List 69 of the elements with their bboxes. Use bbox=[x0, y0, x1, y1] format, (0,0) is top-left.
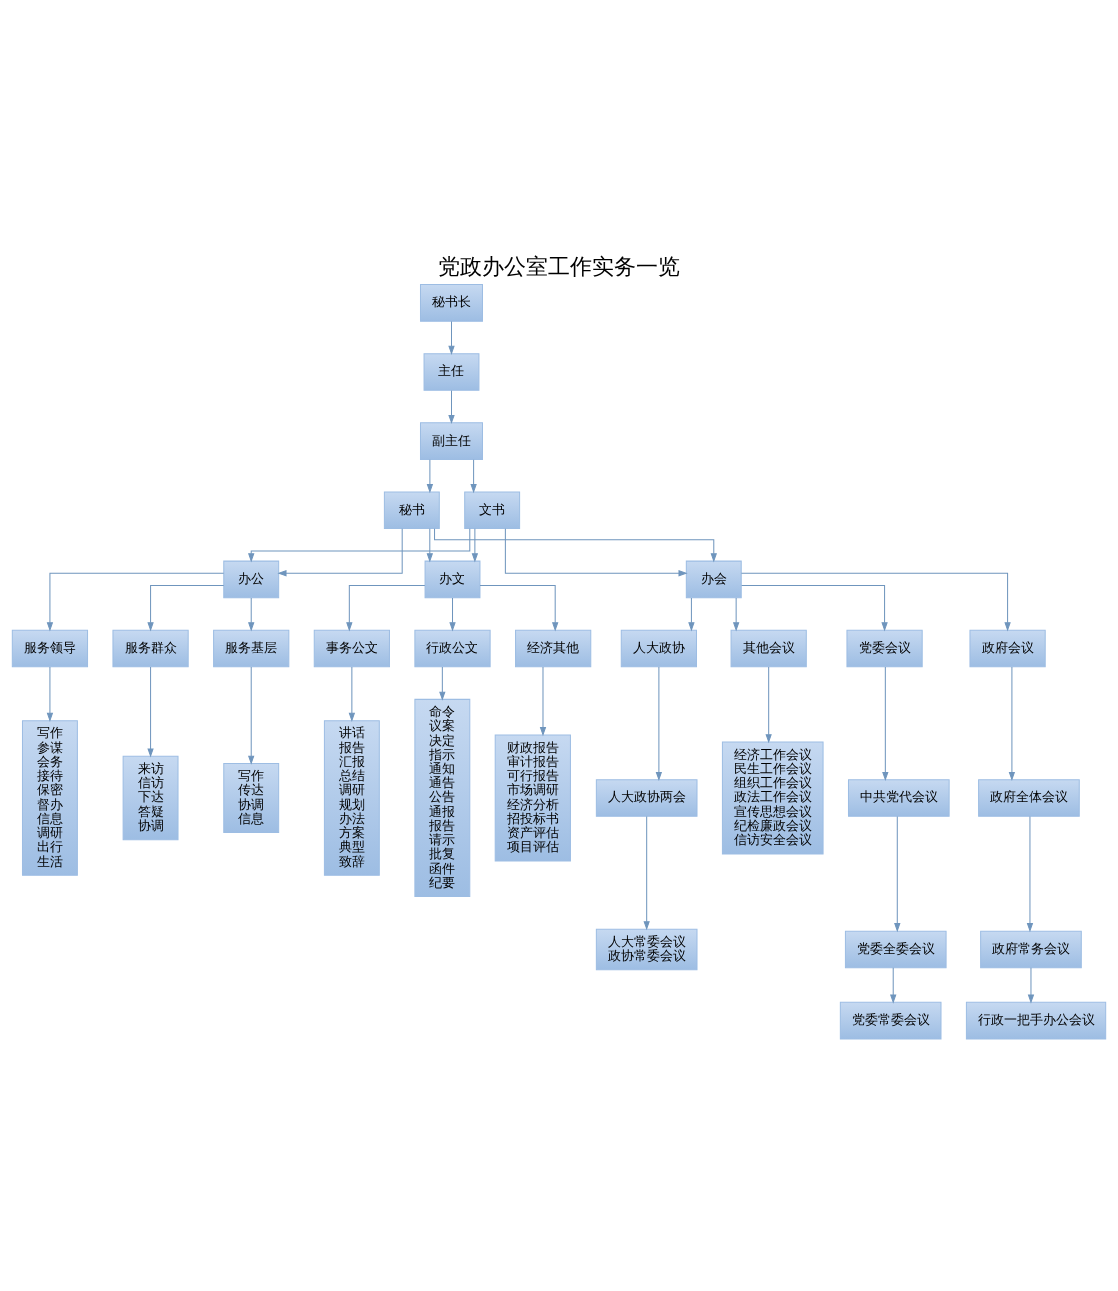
node-box: 服务基层 bbox=[213, 629, 290, 668]
arrow bbox=[655, 666, 663, 782]
arrow bbox=[643, 816, 650, 931]
arrow bbox=[1008, 666, 1016, 782]
node-box: 人大常委会议 政协常委会议 bbox=[595, 928, 698, 971]
node-box: 政府全体会议 bbox=[978, 779, 1080, 817]
arrow bbox=[248, 528, 471, 563]
arrow bbox=[277, 528, 403, 577]
node-box: 写作 传达 协调 信息 bbox=[223, 762, 280, 834]
arrow bbox=[1026, 816, 1034, 933]
node-box: 主任 bbox=[423, 353, 480, 391]
node-box: 经济工作会议 民生工作会议 组织工作会议 政法工作会议 宣传思想会议 纪检廉政会议 信访安全会议 bbox=[721, 741, 824, 855]
arrow bbox=[449, 597, 456, 632]
node-box: 服务领导 bbox=[11, 629, 89, 668]
node-box: 中共党代会议 bbox=[847, 779, 950, 817]
arrow bbox=[479, 585, 559, 632]
node-box: 写作 参谋 会务 接待 保密 督办 信息 调研 出行 生活 bbox=[21, 720, 78, 876]
node-box: 服务群众 bbox=[112, 629, 189, 668]
arrow bbox=[882, 666, 889, 782]
node-box: 事务公文 bbox=[313, 629, 390, 668]
node-box: 党委常委会议 bbox=[839, 1001, 942, 1040]
arrow bbox=[732, 597, 740, 632]
arrow bbox=[434, 528, 717, 563]
arrow bbox=[426, 459, 434, 494]
node-box: 来访 信访 下达 答疑 协调 bbox=[122, 755, 179, 841]
arrow bbox=[147, 585, 225, 632]
arrow bbox=[448, 320, 455, 355]
arrow bbox=[741, 585, 888, 632]
arrow bbox=[426, 528, 433, 563]
node-box: 行政一把手办公会议 bbox=[965, 1001, 1107, 1040]
node-box: 办公 bbox=[223, 560, 280, 599]
arrow bbox=[740, 572, 1011, 632]
arrow bbox=[248, 597, 255, 632]
node-box: 政府会议 bbox=[969, 629, 1046, 668]
node-box: 人大政协 bbox=[620, 629, 697, 668]
arrow bbox=[1027, 967, 1035, 1004]
arrow bbox=[46, 572, 225, 632]
arrow bbox=[504, 528, 688, 577]
arrow bbox=[439, 666, 446, 701]
arrow bbox=[470, 459, 477, 494]
node-box: 经济其他 bbox=[515, 629, 592, 668]
node-box: 命令 议案 决定 指示 通知 通告 公告 通报 报告 请示 批复 函件 纪要 bbox=[414, 698, 471, 898]
node-box: 秘书长 bbox=[419, 284, 483, 322]
node-box: 行政公文 bbox=[414, 629, 491, 668]
arrow bbox=[894, 816, 901, 933]
arrow bbox=[539, 666, 547, 737]
node-box: 办会 bbox=[685, 560, 742, 599]
arrow bbox=[890, 967, 897, 1004]
arrow bbox=[147, 666, 154, 758]
arrow bbox=[471, 528, 479, 563]
arrow bbox=[688, 597, 695, 632]
node-box: 其他会议 bbox=[730, 629, 807, 668]
arrow bbox=[765, 666, 772, 744]
node-box: 政府常务会议 bbox=[980, 930, 1082, 969]
arrow bbox=[346, 585, 426, 632]
node-box: 人大政协两会 bbox=[595, 779, 698, 817]
arrow bbox=[46, 666, 54, 722]
diagram-title: 党政办公室工作实务一览 bbox=[438, 253, 680, 280]
arrow bbox=[348, 666, 356, 722]
node-box: 办文 bbox=[424, 560, 481, 599]
arrow bbox=[448, 390, 455, 425]
node-box: 讲话 报告 汇报 总结 调研 规划 办法 方案 典型 致辞 bbox=[323, 720, 380, 876]
node-box: 党委全委会议 bbox=[844, 930, 947, 969]
arrow bbox=[248, 666, 255, 765]
node-box: 副主任 bbox=[419, 422, 483, 460]
node-box: 文书 bbox=[464, 491, 521, 530]
node-box: 秘书 bbox=[383, 491, 440, 530]
node-box: 财政报告 审计报告 可行报告 市场调研 经济分析 招投标书 资产评估 项目评估 bbox=[494, 734, 571, 862]
node-box: 党委会议 bbox=[846, 629, 923, 668]
